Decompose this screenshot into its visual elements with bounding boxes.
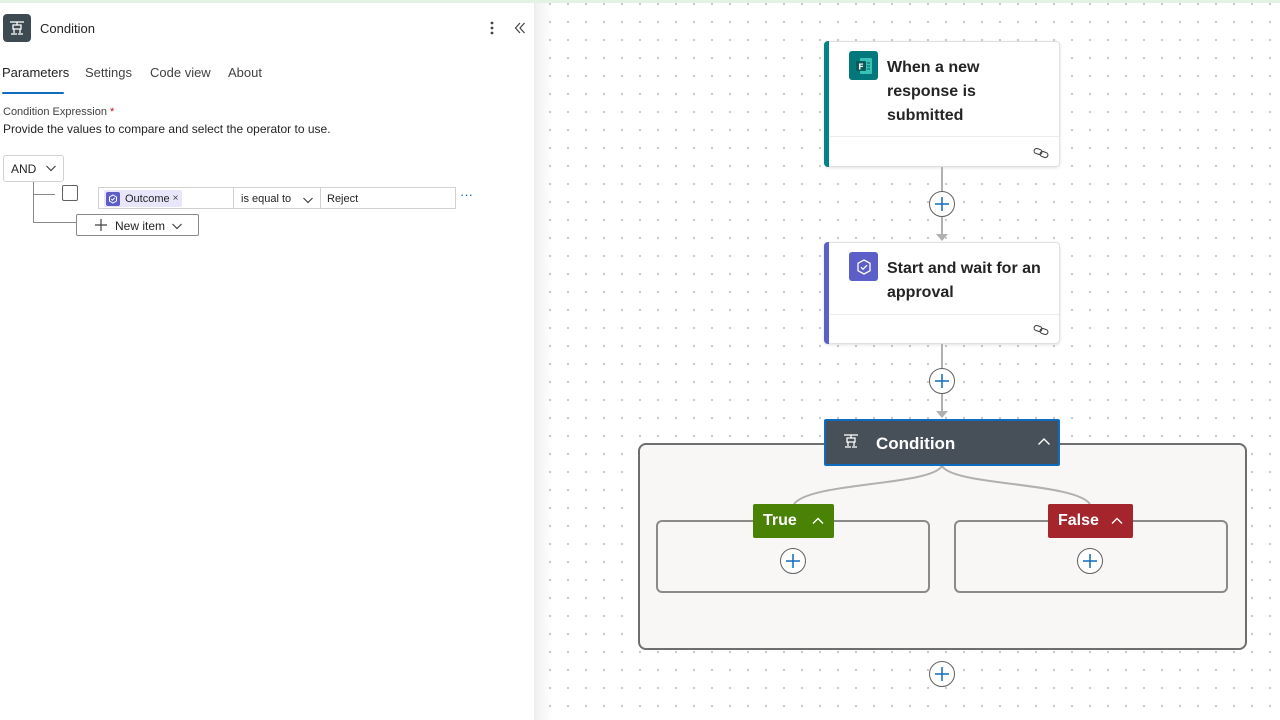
false-branch-text: False <box>1058 512 1099 529</box>
action-details-panel: Condition Parameters Settings Code view … <box>0 3 535 720</box>
insert-step-button[interactable] <box>929 191 955 217</box>
true-branch-text: True <box>763 512 797 529</box>
branch-connectors <box>793 465 1091 505</box>
plus-icon <box>94 218 108 235</box>
outcome-token[interactable]: Outcome × <box>104 190 183 207</box>
right-operand-input[interactable]: Reject <box>321 187 456 209</box>
connector-arrow <box>936 234 948 241</box>
false-branch-label[interactable]: False <box>1048 504 1133 538</box>
link-icon[interactable] <box>1033 146 1049 159</box>
chevron-up-icon[interactable] <box>1110 514 1124 533</box>
trigger-card-title: When a new response is submitted <box>887 56 979 128</box>
card-divider <box>830 136 1059 137</box>
plus-icon <box>935 667 949 681</box>
tree-connector-new-item <box>33 222 77 223</box>
top-accent-line <box>0 0 1280 3</box>
chevron-up-icon[interactable] <box>811 514 825 533</box>
collapse-panel-icon[interactable] <box>510 17 530 39</box>
card-title-line: response is <box>887 83 976 100</box>
approval-icon <box>106 191 120 206</box>
svg-text:F: F <box>858 62 863 71</box>
insert-step-button[interactable] <box>929 661 955 687</box>
tab-parameters[interactable]: Parameters <box>2 65 70 80</box>
operator-dropdown[interactable]: is equal to <box>233 187 321 209</box>
plus-icon <box>935 374 949 388</box>
remove-token-icon[interactable]: × <box>172 193 179 204</box>
new-item-button[interactable]: New item <box>76 214 199 236</box>
chevron-down-icon <box>302 194 314 209</box>
panel-header: Condition <box>0 14 535 46</box>
tab-about[interactable]: About <box>228 65 262 80</box>
add-false-action-button[interactable] <box>1077 548 1103 574</box>
token-label: Outcome <box>125 192 170 205</box>
condition-icon <box>3 14 31 42</box>
condition-expression-label: Condition Expression * <box>3 106 114 118</box>
tree-connector-vertical <box>33 182 34 222</box>
plus-icon <box>935 197 949 211</box>
group-operator-value: AND <box>11 161 37 176</box>
card-accent <box>824 242 829 344</box>
tab-code-view[interactable]: Code view <box>150 65 211 80</box>
approval-card-title: Start and wait for an approval <box>887 257 1041 305</box>
plus-icon <box>1083 554 1097 568</box>
link-icon[interactable] <box>1033 323 1049 336</box>
condition-icon <box>842 433 860 454</box>
condition-card[interactable]: Condition <box>824 419 1060 466</box>
right-operand-value: Reject <box>327 193 359 205</box>
approval-icon <box>849 252 878 281</box>
connector-arrow <box>936 411 948 418</box>
plus-icon <box>786 554 800 568</box>
left-operand-input[interactable]: Outcome × <box>98 187 233 209</box>
approval-card[interactable]: Start and wait for an approval <box>824 242 1060 344</box>
row-select-checkbox[interactable] <box>62 185 78 201</box>
required-marker: * <box>110 106 115 118</box>
condition-expression-description: Provide the values to compare and select… <box>3 122 331 136</box>
tab-settings[interactable]: Settings <box>85 65 132 80</box>
active-tab-indicator <box>2 92 64 94</box>
chevron-down-icon <box>45 162 57 177</box>
card-divider <box>830 314 1059 315</box>
true-branch-label[interactable]: True <box>753 504 834 538</box>
condition-expression-label-text: Condition Expression <box>3 106 107 118</box>
chevron-up-icon[interactable] <box>1036 434 1052 455</box>
add-true-action-button[interactable] <box>780 548 806 574</box>
panel-title: Condition <box>40 21 95 36</box>
condition-card-title: Condition <box>876 434 956 453</box>
card-title-line: When a new <box>887 59 980 76</box>
new-item-label: New item <box>115 219 166 233</box>
chevron-down-icon <box>171 220 183 235</box>
more-options-icon[interactable] <box>484 17 500 39</box>
tree-connector-row <box>33 194 55 195</box>
operator-value: is equal to <box>241 193 292 205</box>
group-operator-dropdown[interactable]: AND <box>3 155 64 182</box>
forms-icon: F <box>849 51 878 80</box>
insert-step-button[interactable] <box>929 368 955 394</box>
row-more-options-icon[interactable]: ··· <box>460 187 473 202</box>
card-accent <box>824 41 829 167</box>
trigger-card[interactable]: F When a new response is submitted <box>824 41 1060 167</box>
card-title-line: Start and wait for an <box>887 260 1041 277</box>
card-title-line: submitted <box>887 107 964 124</box>
card-title-line: approval <box>887 284 954 301</box>
